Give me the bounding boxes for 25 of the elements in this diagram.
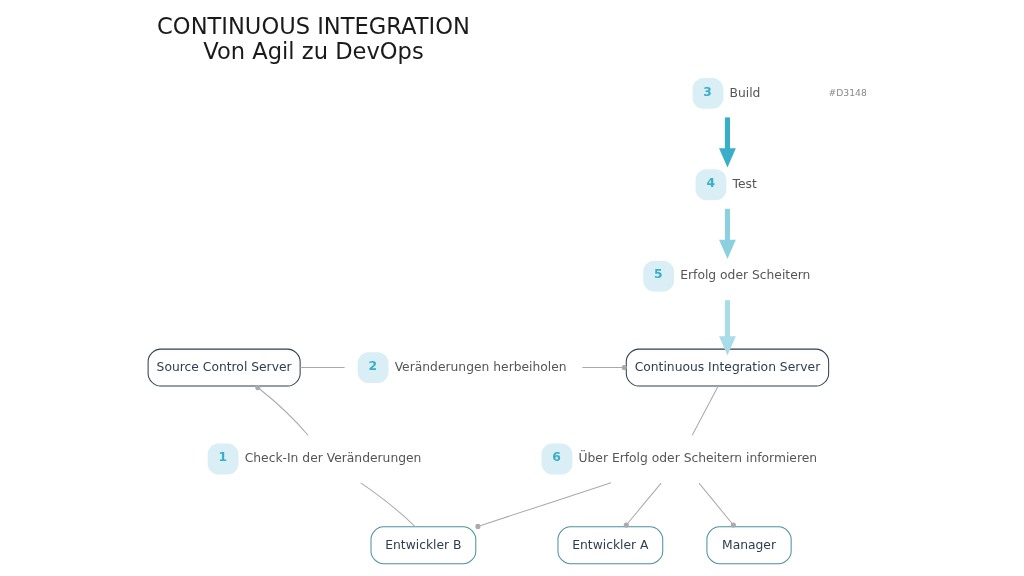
node-label: Build	[729, 85, 761, 100]
node-label: Test	[732, 176, 757, 191]
connector	[475, 482, 612, 529]
connector	[255, 385, 309, 436]
node-label: Über Erfolg oder Scheitern informieren	[578, 451, 818, 466]
node-box: Entwickler A	[557, 526, 664, 565]
node-box: Continuous Integration Server	[625, 348, 830, 387]
diagram-title: CONTINUOUS INTEGRATION	[157, 13, 470, 40]
caption: Von Agil zu DevOps	[203, 38, 424, 65]
node-label: Check-In der Veränderungen	[244, 451, 422, 466]
node-box: Entwickler B	[370, 526, 477, 565]
arrow	[719, 208, 736, 259]
arrow	[719, 117, 736, 168]
node-label: Veränderungen herbeiholen	[394, 359, 567, 374]
node-box: Source Control Server	[147, 348, 301, 387]
label: #D3148	[828, 86, 867, 98]
connector	[698, 482, 736, 528]
connector	[299, 367, 346, 369]
node-label: Erfolg oder Scheitern	[680, 268, 811, 283]
node-box: Manager	[706, 526, 792, 565]
connector	[691, 385, 719, 436]
connector	[581, 365, 627, 371]
connector	[623, 482, 662, 528]
arrow	[719, 300, 736, 356]
connector	[360, 482, 416, 528]
